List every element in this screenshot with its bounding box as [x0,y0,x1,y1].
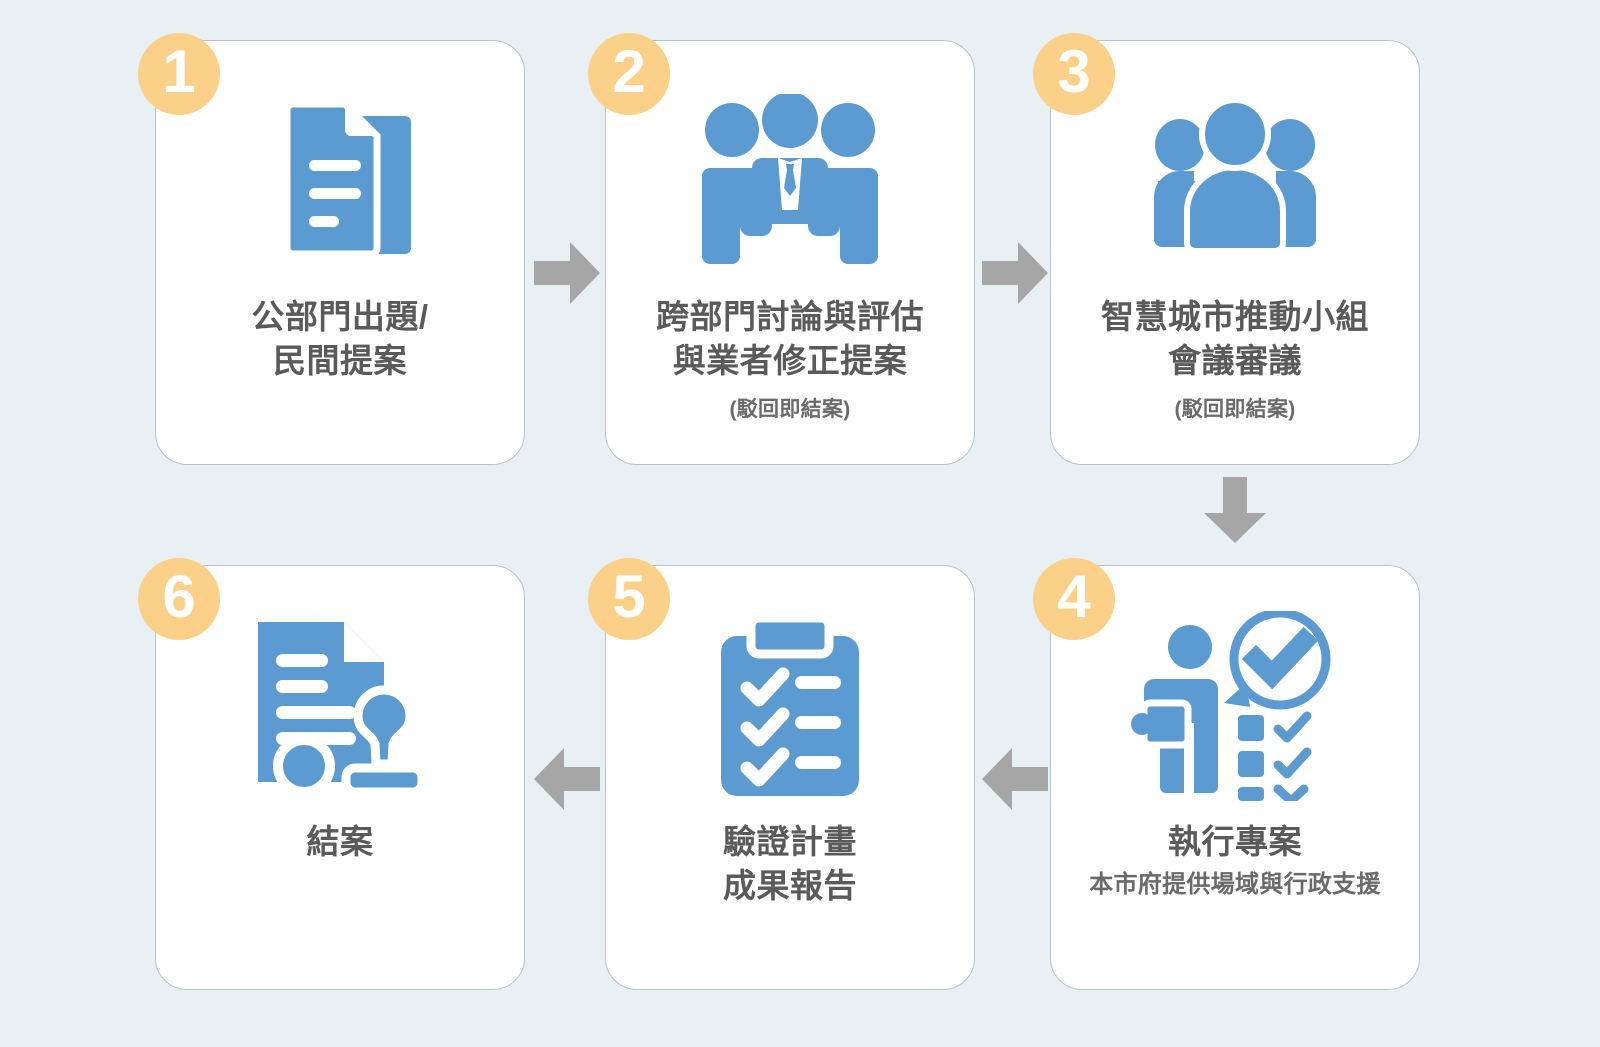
step-card-6-labels: 結案 [170,820,510,864]
step-card-6[interactable]: 結案 [155,565,525,990]
person-checklist-icon [1065,606,1405,806]
document-stamp-icon [170,606,510,806]
step-card-3-labels: 智慧城市推動小組 會議審議 (駁回即結案) [1065,295,1405,424]
step-card-2-labels: 跨部門討論與評估 與業者修正提案 (駁回即結案) [620,295,960,424]
step-number: 5 [612,563,646,630]
step-note: (駁回即結案) [729,397,851,421]
step-title: 執行專案 [1168,823,1302,860]
step-card-4-labels: 執行專案 本市府提供場域與行政支援 [1065,820,1405,901]
arrow-step4-to-step5 [982,748,1048,810]
documents-icon [170,81,510,281]
step-number: 4 [1057,563,1091,630]
step-card-3[interactable]: 智慧城市推動小組 會議審議 (駁回即結案) [1050,40,1420,465]
step-card-6-content: 結案 [156,566,524,989]
step-card-1[interactable]: 公部門出題/ 民間提案 [155,40,525,465]
step-card-3-content: 智慧城市推動小組 會議審議 (駁回即結案) [1051,41,1419,464]
step-title: 智慧城市推動小組 會議審議 [1101,298,1369,379]
step-title: 跨部門討論與評估 與業者修正提案 [656,298,924,379]
step-number: 1 [162,38,196,105]
step-title: 驗證計畫 成果報告 [723,823,857,904]
arrow-step3-to-step4 [1204,477,1266,543]
step-title: 結案 [306,823,374,860]
step-number: 6 [162,563,196,630]
step-badge-6: 6 [138,558,220,640]
arrow-step2-to-step3 [982,242,1048,304]
step-card-5-labels: 驗證計畫 成果報告 [620,820,960,908]
step-card-4[interactable]: 執行專案 本市府提供場域與行政支援 [1050,565,1420,990]
arrow-step1-to-step2 [534,242,600,304]
step-badge-1: 1 [138,33,220,115]
step-badge-5: 5 [588,558,670,640]
step-card-2[interactable]: 跨部門討論與評估 與業者修正提案 (駁回即結案) [605,40,975,465]
step-card-4-content: 執行專案 本市府提供場域與行政支援 [1051,566,1419,989]
group-people-icon [1065,81,1405,281]
step-note: (駁回即結案) [1174,397,1296,421]
meeting-people-icon [620,81,960,281]
step-title: 公部門出題/ 民間提案 [251,298,429,379]
step-number: 2 [612,38,646,105]
step-card-1-labels: 公部門出題/ 民間提案 [170,295,510,383]
step-note: 本市府提供場域與行政支援 [1089,870,1381,898]
step-badge-3: 3 [1033,33,1115,115]
step-card-2-content: 跨部門討論與評估 與業者修正提案 (駁回即結案) [606,41,974,464]
step-badge-4: 4 [1033,558,1115,640]
clipboard-checklist-icon [620,606,960,806]
step-badge-2: 2 [588,33,670,115]
arrow-step5-to-step6 [534,748,600,810]
step-number: 3 [1057,38,1091,105]
step-card-5-content: 驗證計畫 成果報告 [606,566,974,989]
step-card-1-content: 公部門出題/ 民間提案 [156,41,524,464]
step-card-5[interactable]: 驗證計畫 成果報告 [605,565,975,990]
